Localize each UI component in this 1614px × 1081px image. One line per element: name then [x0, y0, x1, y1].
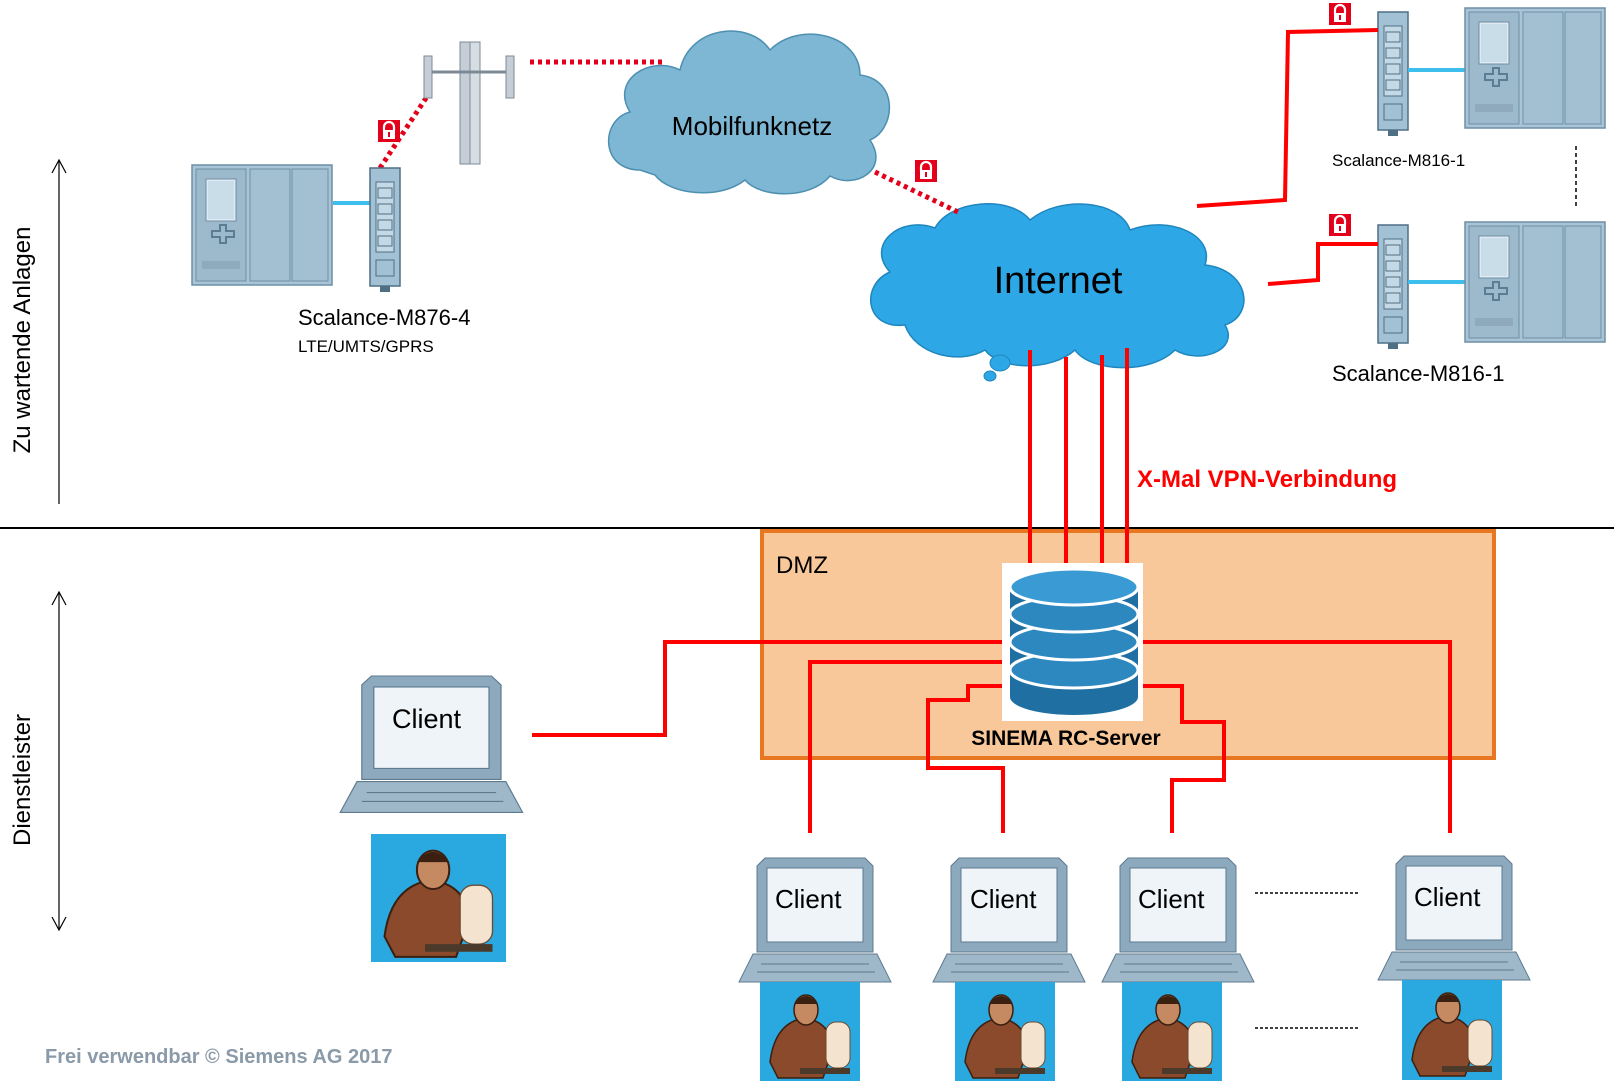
laptop-icon [1101, 857, 1255, 983]
lock-icon [1327, 1, 1353, 27]
server-label: SINEMA RC-Server [971, 727, 1160, 750]
client-label: Client [1138, 884, 1205, 914]
person-at-computer-icon [1401, 979, 1503, 1081]
antenna-tower-icon [422, 40, 516, 166]
lock-icon [913, 158, 939, 184]
person-at-computer-icon [954, 981, 1056, 1081]
m876-label: Scalance-M876-4 [298, 305, 470, 330]
m876-sub-label: LTE/UMTS/GPRS [298, 337, 434, 356]
vpn-label: X-Mal VPN-Verbindung [1137, 466, 1397, 493]
laptop-icon [738, 857, 892, 983]
laptop-icon [339, 675, 524, 814]
dmz-label: DMZ [776, 552, 828, 579]
mobilfunknetz-label: Mobilfunknetz [672, 111, 832, 141]
client-laptop-1: Client [738, 857, 892, 983]
person-at-computer-icon [1121, 981, 1223, 1081]
person-at-computer-icon [759, 981, 861, 1081]
wireless-links [377, 59, 960, 215]
router-icon [1377, 224, 1409, 350]
router-icon [369, 167, 401, 293]
router-icon [1377, 11, 1409, 137]
client-label: Client [970, 884, 1037, 914]
laptop-icon [1377, 855, 1531, 981]
client-laptop-2: Client [932, 857, 1086, 983]
plc-icon [191, 164, 333, 286]
vpn-links-remote [1196, 28, 1379, 286]
client-label: Client [1414, 882, 1481, 912]
lock-icon [1327, 212, 1353, 238]
m816-bottom-label: Scalance-M816-1 [1332, 361, 1504, 386]
client-label: Client [775, 884, 842, 914]
zone-lower-label: Dienstleister [9, 714, 36, 846]
zone-upper-arrow [51, 158, 67, 504]
zone-lower-arrow [51, 590, 67, 932]
person-at-computer-icon [369, 832, 508, 964]
internet-cloud-puff [983, 370, 997, 382]
client-laptop-main: Client [339, 675, 524, 814]
lock-icon [376, 118, 402, 144]
copyright-label: Frei verwendbar © Siemens AG 2017 [45, 1046, 392, 1068]
zone-upper-label: Zu wartende Anlagen [9, 227, 36, 454]
internet-cloud-puff [989, 354, 1011, 372]
client-laptop-3: Client [1101, 857, 1255, 983]
vpn-tunnels [1028, 348, 1129, 565]
laptop-icon [932, 857, 1086, 983]
database-icon [1002, 563, 1143, 721]
internet-cloud [870, 203, 1245, 369]
internet-label: Internet [994, 260, 1123, 302]
plc-icon [1464, 7, 1606, 129]
client-links [532, 640, 1452, 833]
client-laptop-4: Client [1377, 855, 1531, 981]
plc-icon [1464, 221, 1606, 343]
client-label: Client [392, 704, 462, 734]
mobilfunknetz-cloud [608, 30, 891, 195]
m816-top-label: Scalance-M816-1 [1332, 151, 1465, 170]
